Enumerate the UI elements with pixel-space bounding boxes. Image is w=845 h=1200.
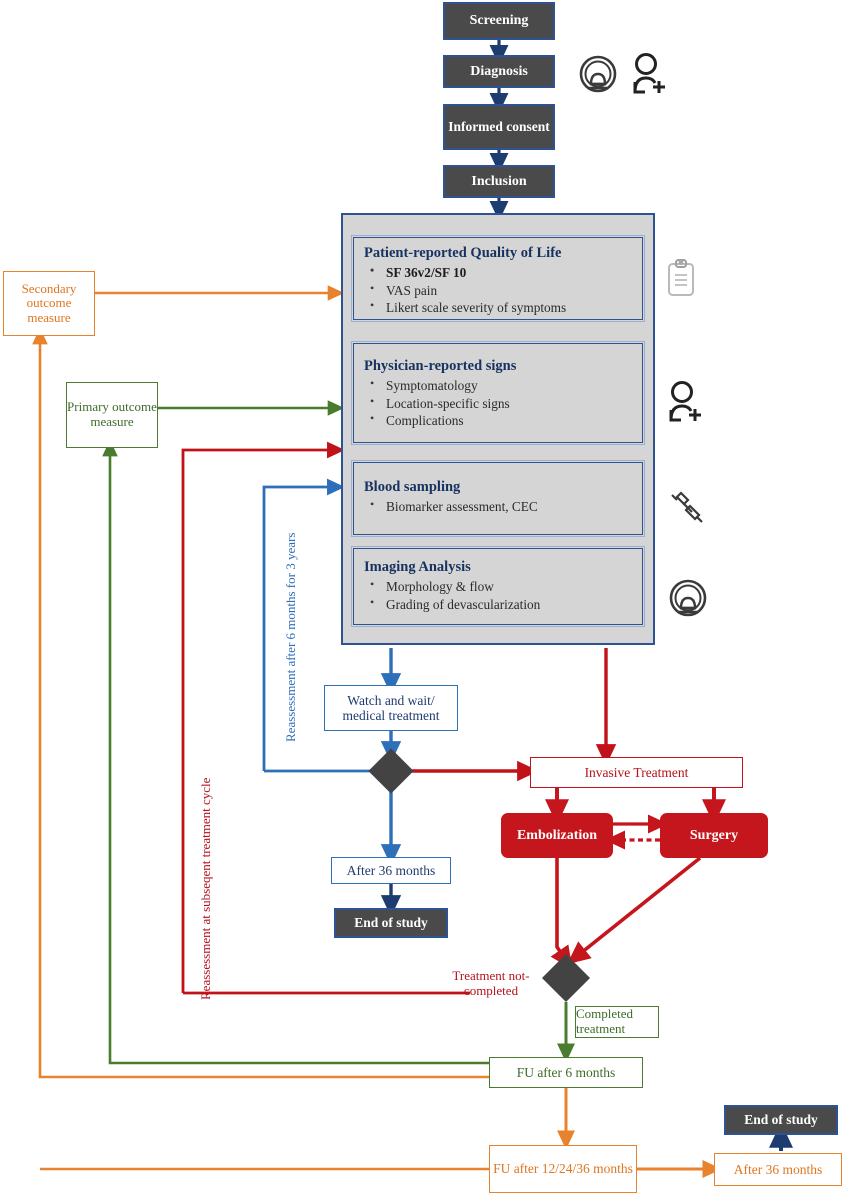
box-surgery[interactable]: Surgery <box>660 813 768 858</box>
section-items: Biomarker assessment, CEC <box>364 497 632 516</box>
box-secondary-outcome-measure[interactable]: Secondary outcome measure <box>3 271 95 336</box>
section-blood-sampling[interactable]: Blood sampling Biomarker assessment, CEC <box>351 460 645 537</box>
list-item: VAS pain <box>364 281 632 300</box>
node-diagnosis[interactable]: Diagnosis <box>443 55 555 88</box>
label-blue-reassessment-cycle: Reassessment after 6 months for 3 years <box>283 533 299 742</box>
scanner-icon <box>668 578 708 618</box>
box-fu-after-12-24-36-months[interactable]: FU after 12/24/36 months <box>489 1145 637 1193</box>
node-screening[interactable]: Screening <box>443 2 555 40</box>
box-primary-outcome-measure[interactable]: Primary outcome measure <box>66 382 158 448</box>
box-embolization[interactable]: Embolization <box>501 813 613 858</box>
node-informed-consent[interactable]: Informed consent <box>443 104 555 150</box>
end-of-study-label: End of study <box>744 1112 818 1128</box>
label-completed-treatment: Completed treatment <box>575 1006 659 1038</box>
list-item: Biomarker assessment, CEC <box>364 497 632 516</box>
box-invasive-treatment[interactable]: Invasive Treatment <box>530 757 743 788</box>
physician-icon <box>626 52 668 96</box>
label-treatment-not-completed: Treatment not-completed <box>437 968 545 999</box>
list-item: Symptomatology <box>364 376 632 395</box>
list-item: Complications <box>364 411 632 430</box>
section-title: Imaging Analysis <box>364 559 471 575</box>
list-item: Likert scale severity of symptoms <box>364 298 632 317</box>
list-item: Morphology & flow <box>364 577 632 596</box>
section-title: Blood sampling <box>364 479 461 495</box>
section-items: Morphology & flow Grading of devasculari… <box>364 577 632 614</box>
label-text: Completed treatment <box>576 1006 634 1036</box>
box-fu-after-6-months[interactable]: FU after 6 months <box>489 1057 643 1088</box>
physician-icon <box>662 380 704 424</box>
box-after-36-months-conservative[interactable]: After 36 months <box>331 857 451 884</box>
node-informed-consent-label: Informed consent <box>448 119 550 135</box>
section-imaging-analysis[interactable]: Imaging Analysis Morphology & flow Gradi… <box>351 546 645 627</box>
secondary-outcome-label: Secondary outcome measure <box>21 280 77 325</box>
box-watch-and-wait[interactable]: Watch and wait/ medical treatment <box>324 685 458 731</box>
section-title: Patient-reported Quality of Life <box>364 245 562 261</box>
label-text: Reassessment at subseqent treatment cycl… <box>198 777 213 1000</box>
decision-diamond-treatment-choice[interactable] <box>368 748 414 794</box>
node-inclusion-label: Inclusion <box>471 173 527 189</box>
primary-outcome-label: Primary outcome measure <box>67 399 157 429</box>
node-screening-label: Screening <box>469 13 529 29</box>
after-36-months-label: After 36 months <box>733 1161 823 1177</box>
fu-12-24-36-label: FU after 12/24/36 months <box>493 1161 633 1177</box>
list-item: SF 36v2/SF 10 <box>364 263 632 282</box>
label-text: Reassessment after 6 months for 3 years <box>283 532 298 742</box>
after-36-months-label: After 36 months <box>346 862 436 878</box>
invasive-treatment-label: Invasive Treatment <box>584 764 689 780</box>
box-end-of-study-followup[interactable]: End of study <box>724 1105 838 1135</box>
end-of-study-label: End of study <box>354 915 428 931</box>
section-title: Physician-reported signs <box>364 358 517 374</box>
list-item: Location-specific signs <box>364 394 632 413</box>
node-inclusion[interactable]: Inclusion <box>443 165 555 198</box>
label-text: Treatment not-completed <box>452 968 530 998</box>
syringe-icon <box>668 488 706 524</box>
section-quality-of-life[interactable]: Patient-reported Quality of Life SF 36v2… <box>351 235 645 322</box>
section-physician-signs[interactable]: Physician-reported signs Symptomatology … <box>351 341 645 445</box>
node-diagnosis-label: Diagnosis <box>470 63 528 79</box>
section-items: Symptomatology Location-specific signs C… <box>364 376 632 430</box>
label-red-reassessment-cycle: Reassessment at subseqent treatment cycl… <box>198 778 214 1000</box>
fu-6-months-label: FU after 6 months <box>516 1064 616 1080</box>
section-items: SF 36v2/SF 10 VAS pain Likert scale seve… <box>364 263 632 317</box>
list-item: Grading of devascularization <box>364 595 632 614</box>
embolization-label: Embolization <box>516 827 598 843</box>
watch-and-wait-label: Watch and wait/ medical treatment <box>342 692 440 723</box>
scanner-icon <box>578 54 618 94</box>
box-after-36-months-followup[interactable]: After 36 months <box>714 1153 842 1186</box>
decision-diamond-treatment-completion[interactable] <box>541 953 591 1003</box>
box-end-of-study-conservative[interactable]: End of study <box>334 908 448 938</box>
surgery-label: Surgery <box>689 827 739 843</box>
clipboard-icon <box>665 258 697 298</box>
